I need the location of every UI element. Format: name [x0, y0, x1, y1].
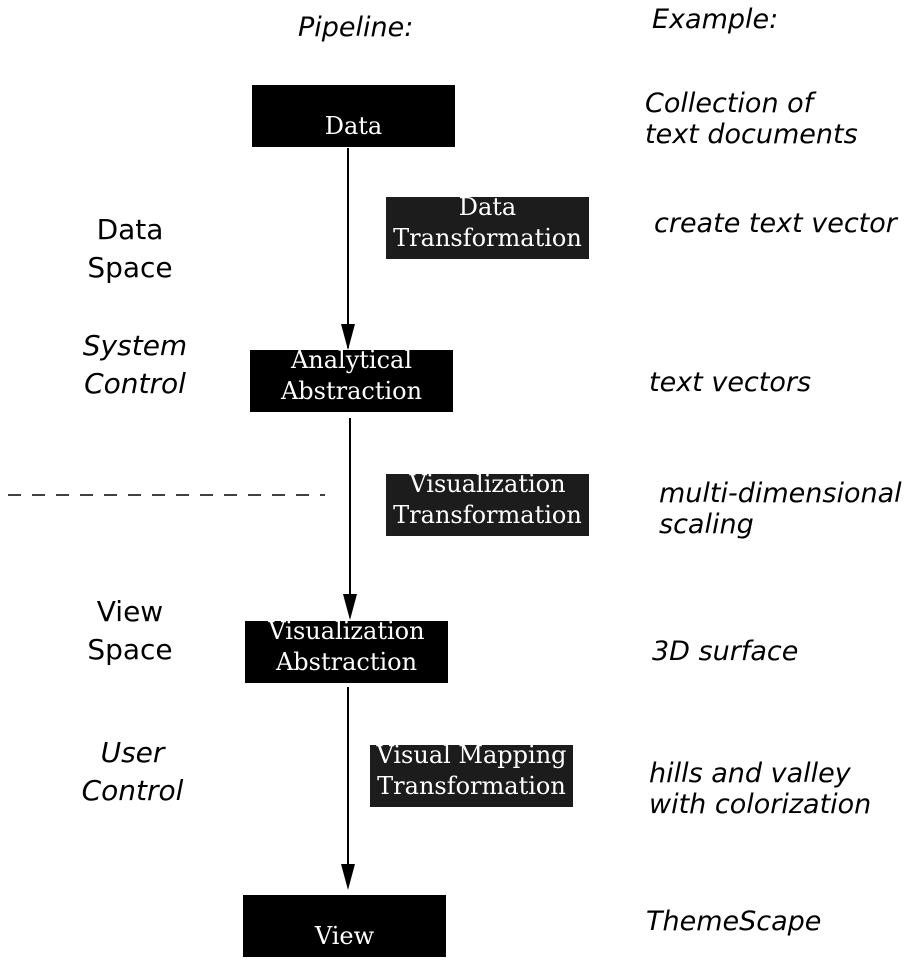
pipeline-heading: Pipeline:	[298, 12, 414, 43]
side-label-system-control: System Control	[70, 327, 200, 403]
example-analytical-abstraction: text vectors	[649, 367, 811, 398]
example-data-transformation: create text vector	[654, 208, 897, 239]
example-data: Collection of text documents	[645, 88, 858, 150]
side-label-user-control: User Control	[70, 734, 195, 810]
example-line: text documents	[645, 119, 858, 150]
transformation-label: Visual Mapping	[376, 745, 567, 769]
side-label-view-space: View Space	[70, 593, 190, 669]
stage-data-box: Data	[252, 85, 455, 147]
example-visualization-abstraction: 3D surface	[652, 636, 798, 667]
example-line: ThemeScape	[646, 906, 822, 937]
transformation-visual-mapping-box: Visual Mapping Transformation	[370, 745, 573, 807]
transformation-visualization-box: Visualization Transformation	[386, 474, 589, 536]
side-label-line: Control	[84, 367, 186, 400]
example-visual-mapping-transformation: hills and valley with colorization	[649, 758, 871, 820]
stage-label: Visualization	[268, 621, 425, 645]
stage-analytical-abstraction-box: Analytical Abstraction	[250, 350, 453, 412]
side-label-line: View	[96, 595, 164, 628]
arrowhead-analytical	[341, 324, 355, 350]
side-label-line: User	[100, 736, 165, 769]
example-visualization-transformation: multi-dimensional scaling	[659, 478, 902, 540]
transformation-label: Visualization	[409, 474, 566, 498]
stage-label: Analytical	[290, 350, 413, 374]
example-line: Collection of	[645, 88, 814, 119]
arrowhead-visualization	[343, 594, 357, 620]
example-line: create text vector	[654, 208, 897, 239]
example-line: text vectors	[649, 367, 812, 398]
stage-visualization-abstraction-box: Visualization Abstraction	[245, 621, 448, 683]
transformation-label: Transformation	[393, 224, 582, 252]
arrowhead-view	[341, 864, 355, 890]
example-line: with colorization	[649, 789, 872, 820]
example-line: hills and valley	[649, 758, 851, 789]
stage-label: Data	[324, 112, 383, 140]
example-line: multi-dimensional	[659, 478, 902, 509]
side-label-line: System	[82, 329, 188, 362]
transformation-label: Transformation	[393, 501, 582, 529]
side-label-line: Control	[81, 774, 184, 807]
example-heading: Example:	[652, 4, 779, 35]
side-label-line: Space	[87, 633, 173, 666]
stage-label: View	[314, 922, 375, 950]
stage-label: Abstraction	[275, 648, 418, 676]
example-line: scaling	[659, 509, 754, 540]
stage-view-box: View	[243, 895, 446, 957]
transformation-label: Data	[458, 197, 517, 221]
transformation-data-box: Data Transformation	[386, 197, 589, 259]
transformation-label: Transformation	[377, 772, 566, 800]
stage-label: Abstraction	[280, 377, 423, 405]
side-label-line: Space	[87, 251, 173, 284]
example-line: 3D surface	[652, 636, 799, 667]
example-view: ThemeScape	[646, 906, 821, 937]
side-label-line: Data	[96, 213, 164, 246]
side-label-data-space: Data Space	[70, 211, 190, 287]
